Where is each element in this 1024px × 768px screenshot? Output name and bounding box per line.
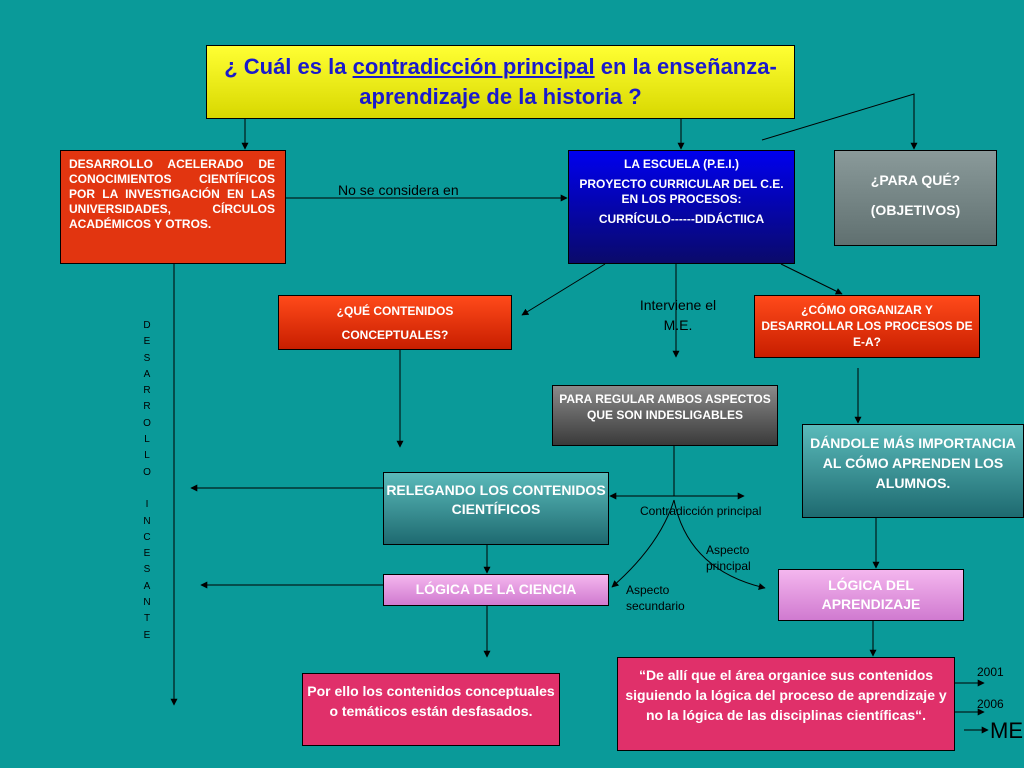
escuela-line2: PROYECTO CURRICULAR DEL C.E. EN LOS PROC…: [579, 177, 784, 206]
escuela-line1: LA ESCUELA (P.E.I.): [624, 157, 739, 171]
vertical-letter: S: [143, 352, 151, 364]
logica-ciencia-box: LÓGICA DE LA CIENCIA: [383, 574, 609, 606]
vertical-letter: [138, 481, 156, 497]
vertical-letter: R: [143, 401, 151, 413]
escuela-box: LA ESCUELA (P.E.I.) PROYECTO CURRICULAR …: [568, 150, 795, 264]
contradiccion-label: Contradicción principal: [640, 504, 762, 518]
contenidos-line2: CONCEPTUALES?: [341, 328, 449, 342]
vertical-letter: O: [143, 417, 151, 429]
por-ello-box: Por ello los contenidos conceptuales o t…: [302, 673, 560, 746]
contenidos-box: ¿QUÉ CONTENIDOS CONCEPTUALES?: [278, 295, 512, 350]
vertical-letter: N: [143, 515, 151, 527]
escuela-line3: CURRÍCULO------DIDÁCTIICA: [598, 212, 765, 226]
para-que-line2: (OBJETIVOS): [870, 202, 961, 218]
para-que-line1: ¿PARA QUÉ?: [870, 172, 961, 188]
vertical-letter: E: [143, 336, 151, 348]
aspecto-secundario-label: Aspecto secundario: [626, 583, 685, 613]
main-question-box: ¿ Cuál es la contradicción principal en …: [206, 45, 795, 119]
vertical-letter: S: [143, 564, 151, 576]
vertical-letter: A: [143, 580, 151, 592]
vertical-letter: C: [143, 531, 151, 543]
vertical-letter: T: [143, 613, 151, 625]
interviene-label: Interviene el M.E.: [639, 297, 717, 333]
vertical-letter: I: [145, 499, 149, 511]
year-2001-label: 2001: [977, 665, 1004, 679]
regular-box: PARA REGULAR AMBOS ASPECTOS QUE SON INDE…: [552, 385, 778, 446]
aspecto-principal-label: Aspecto principal: [706, 543, 751, 573]
title-part1: ¿ Cuál es la: [224, 54, 353, 79]
de-alli-box: “De allí que el área organice sus conten…: [617, 657, 955, 751]
para-que-box: ¿PARA QUÉ? (OBJETIVOS): [834, 150, 997, 246]
relegando-box: RELEGANDO LOS CONTENIDOS CIENTÍFICOS: [383, 472, 609, 545]
vertical-letter: N: [143, 597, 151, 609]
title-underlined: contradicción principal: [352, 54, 595, 79]
vertical-letter: L: [144, 450, 150, 462]
title-part2: en la enseñanza-aprendizaje de la histor…: [359, 54, 777, 109]
vertical-letter: R: [143, 385, 151, 397]
vertical-letter: L: [144, 434, 150, 446]
contenidos-line1: ¿QUÉ CONTENIDOS: [336, 304, 454, 318]
logica-aprendizaje-box: LÓGICA DEL APRENDIZAJE: [778, 569, 964, 621]
vertical-letter: O: [143, 466, 151, 478]
vertical-letter: E: [143, 629, 151, 641]
como-organizar-box: ¿CÓMO ORGANIZAR Y DESARROLLAR LOS PROCES…: [754, 295, 980, 358]
desarrollo-box: DESARROLLO ACELERADO DE CONOCIMIENTOS CI…: [60, 150, 286, 264]
me-label: ME: [990, 718, 1023, 743]
vertical-letter: A: [143, 368, 151, 380]
no-considera-label: No se considera en: [338, 182, 459, 198]
vertical-letter: D: [143, 320, 151, 331]
dandole-box: DÁNDOLE MÁS IMPORTANCIA AL CÓMO APRENDEN…: [802, 424, 1024, 518]
vertical-letter: E: [143, 548, 151, 560]
year-2006-label: 2006: [977, 697, 1004, 711]
